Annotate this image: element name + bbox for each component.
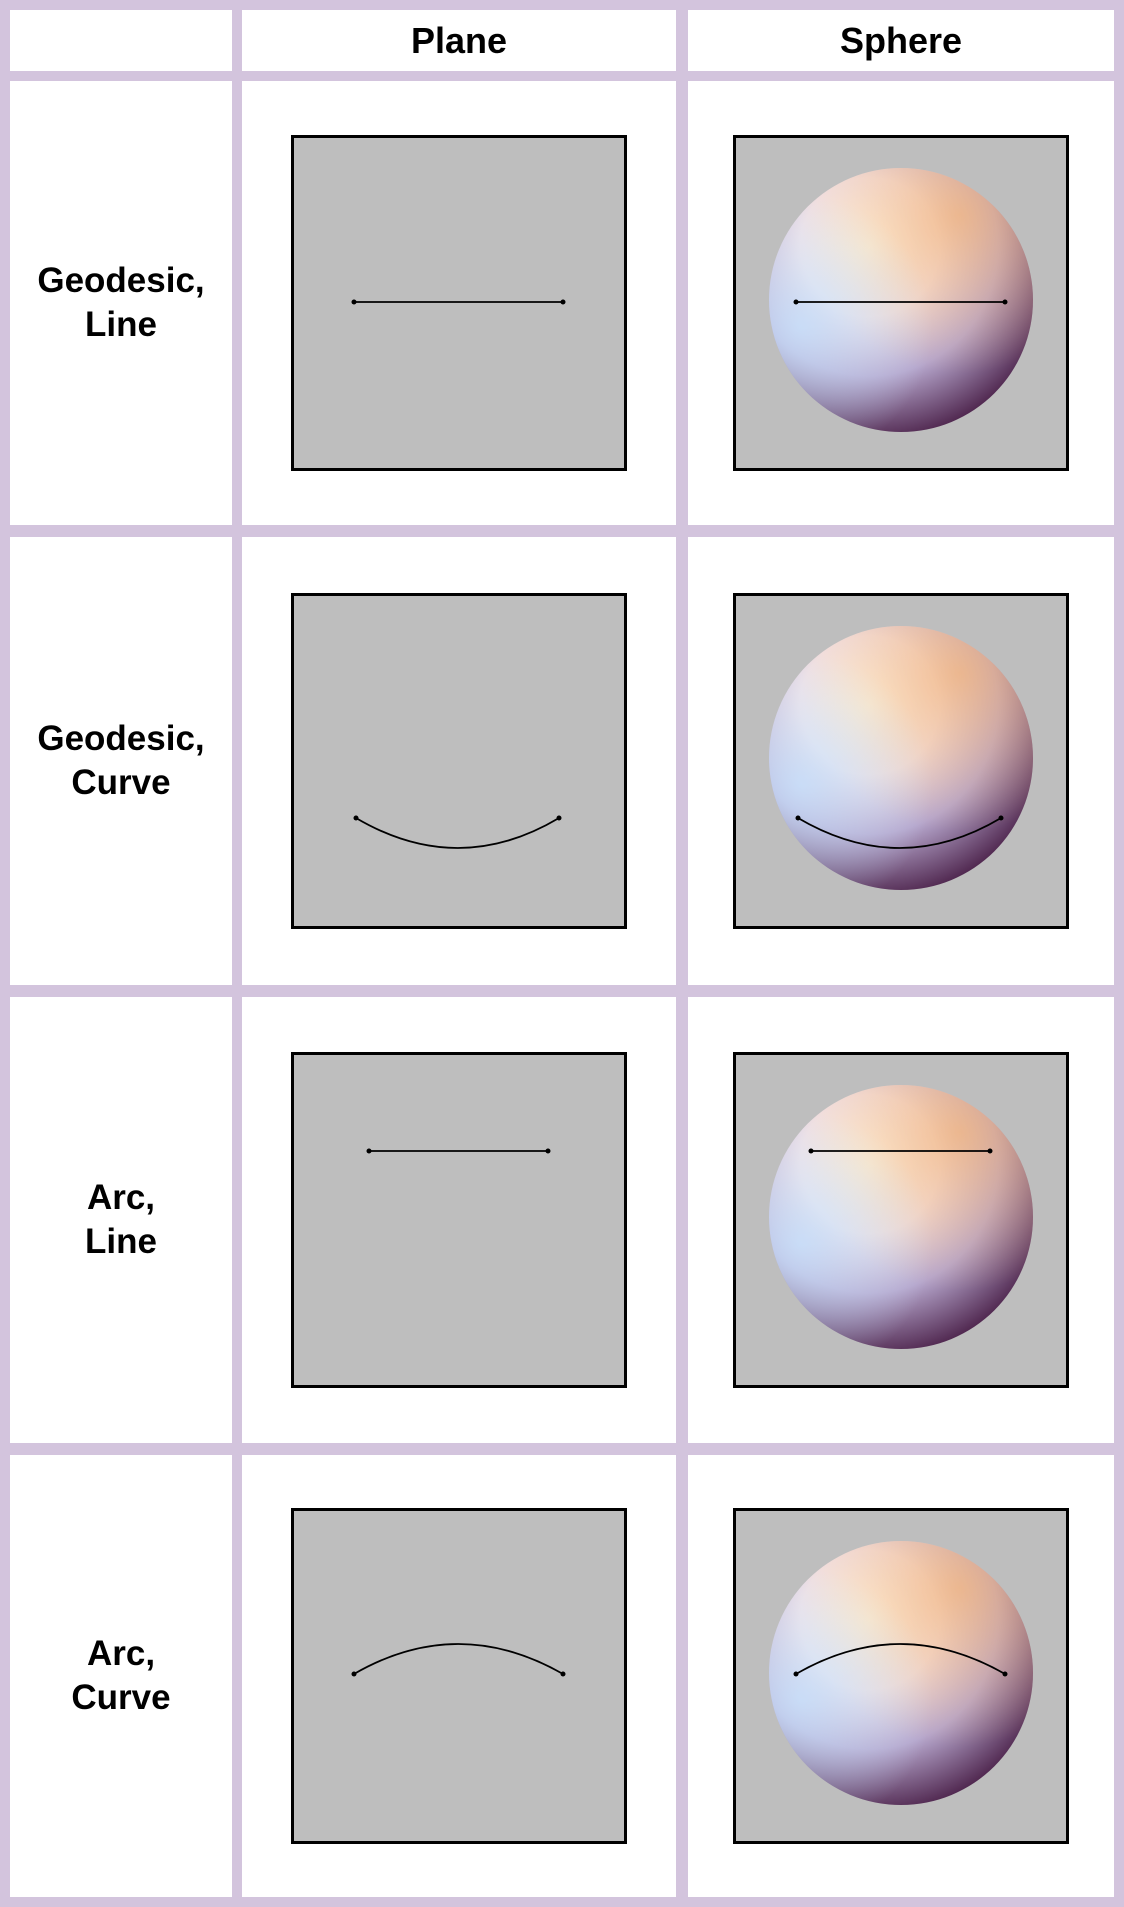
endpoint-marker bbox=[560, 299, 566, 305]
plane-cell bbox=[242, 537, 676, 985]
row-label-line1: Arc, bbox=[86, 1178, 156, 1217]
row-label-line2: Line bbox=[85, 1222, 157, 1261]
sphere-panel bbox=[733, 1052, 1069, 1388]
row-label: Arc, Line bbox=[85, 1176, 157, 1264]
row-label: Geodesic, Curve bbox=[37, 717, 204, 805]
sphere-cell bbox=[688, 997, 1114, 1443]
sphere-shading bbox=[769, 626, 1033, 890]
header-corner bbox=[10, 10, 232, 71]
row-label-line2: Curve bbox=[71, 763, 171, 802]
row-label-cell: Arc, Line bbox=[10, 997, 232, 1443]
plane-panel bbox=[291, 1052, 627, 1388]
plane-panel bbox=[291, 1508, 627, 1844]
endpoint-marker bbox=[793, 299, 799, 305]
plane-cell bbox=[242, 1455, 676, 1897]
row-label-line1: Geodesic, bbox=[37, 261, 205, 300]
sphere-cell bbox=[688, 537, 1114, 985]
row-label-line2: Line bbox=[85, 305, 157, 344]
plane-panel bbox=[291, 593, 627, 929]
plane-surface bbox=[291, 1508, 627, 1844]
sphere-panel bbox=[733, 1508, 1069, 1844]
sphere-shading bbox=[769, 168, 1033, 432]
endpoint-marker bbox=[556, 815, 562, 821]
header-sphere: Sphere bbox=[688, 10, 1114, 71]
path-curve bbox=[355, 817, 560, 849]
path-curve bbox=[353, 1643, 564, 1675]
plane-surface bbox=[291, 1052, 627, 1388]
row-label-cell: Arc, Curve bbox=[10, 1455, 232, 1897]
sphere-shading bbox=[769, 1085, 1033, 1349]
plane-surface bbox=[291, 135, 627, 471]
path-curve bbox=[797, 817, 1002, 849]
endpoint-marker bbox=[1002, 1671, 1008, 1677]
endpoint-marker bbox=[998, 815, 1004, 821]
plane-surface bbox=[291, 593, 627, 929]
row-label-cell: Geodesic, Curve bbox=[10, 537, 232, 985]
row-label-line2: Curve bbox=[71, 1678, 171, 1717]
plane-cell bbox=[242, 997, 676, 1443]
column-title-plane: Plane bbox=[410, 19, 508, 61]
sphere-cell bbox=[688, 81, 1114, 525]
endpoint-marker bbox=[351, 299, 357, 305]
sphere-panel bbox=[733, 135, 1069, 471]
column-title-sphere: Sphere bbox=[839, 19, 963, 61]
endpoint-marker bbox=[545, 1148, 551, 1154]
row-label-line1: Geodesic, bbox=[37, 719, 205, 758]
endpoint-marker bbox=[1002, 299, 1008, 305]
sphere-shading bbox=[769, 1541, 1033, 1805]
endpoint-marker bbox=[366, 1148, 372, 1154]
endpoint-marker bbox=[353, 815, 359, 821]
row-label: Geodesic, Line bbox=[37, 259, 204, 347]
plane-cell bbox=[242, 81, 676, 525]
endpoint-marker bbox=[987, 1148, 993, 1154]
header-plane: Plane bbox=[242, 10, 676, 71]
plane-panel bbox=[291, 135, 627, 471]
row-label: Arc, Curve bbox=[71, 1632, 170, 1720]
endpoint-marker bbox=[795, 815, 801, 821]
endpoint-marker bbox=[808, 1148, 814, 1154]
sphere-panel bbox=[733, 593, 1069, 929]
path-curve bbox=[795, 1643, 1006, 1675]
endpoint-marker bbox=[351, 1671, 357, 1677]
sphere-cell bbox=[688, 1455, 1114, 1897]
endpoint-marker bbox=[793, 1671, 799, 1677]
row-label-cell: Geodesic, Line bbox=[10, 81, 232, 525]
row-label-line1: Arc, bbox=[86, 1634, 156, 1673]
endpoint-marker bbox=[560, 1671, 566, 1677]
